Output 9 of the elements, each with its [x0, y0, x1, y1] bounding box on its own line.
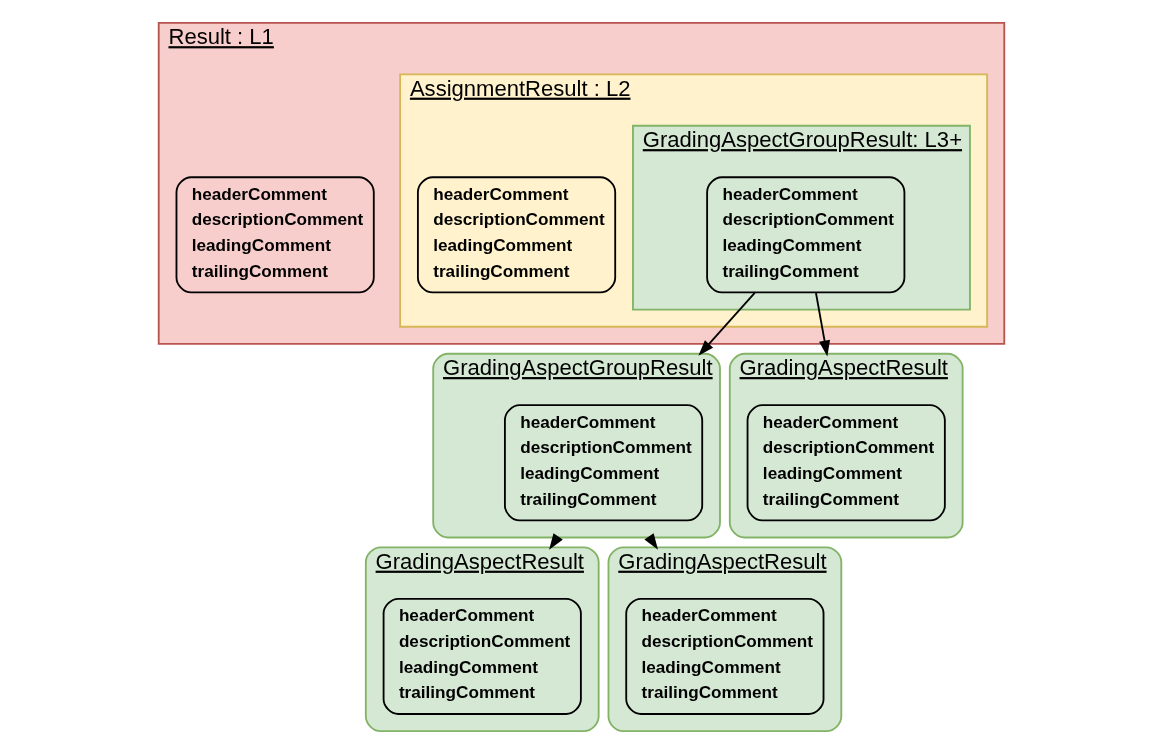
arrow [697, 292, 756, 356]
arrow [814, 292, 830, 357]
node-box: headerComment descriptionComment leadingComment trailingComment [705, 176, 905, 294]
node-box: headerComment descriptionComment leadingComment trailingComment [382, 597, 582, 715]
node-box: headerComment descriptionComment leadingComment trailingComment [746, 404, 946, 522]
node-box: headerComment descriptionComment leadingComment trailingComment [416, 176, 616, 294]
node-box: headerComment descriptionComment leadingComment trailingComment [175, 176, 375, 294]
node-box: headerComment descriptionComment leadingComment trailingComment [503, 404, 703, 522]
node-box: headerComment descriptionComment leadingComment trailingComment [624, 597, 824, 715]
